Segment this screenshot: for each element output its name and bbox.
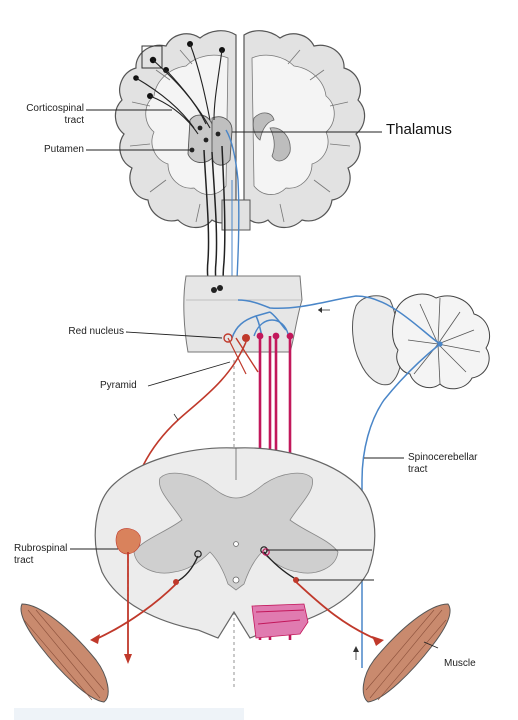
brain-stem-stalk: [221, 199, 251, 231]
putamen-shape: [187, 114, 215, 163]
right-lateral-ventricle: [252, 112, 275, 141]
spinal-cord-section: [94, 447, 376, 639]
cortical-projections: [135, 43, 223, 135]
bottom-strip: [14, 708, 244, 720]
thalamic-blue-fiber: [225, 129, 240, 301]
label-spinocerebellar-tract: Spinocerebellar tract: [408, 452, 478, 475]
muscle-right: [362, 603, 451, 703]
cortex-inset-box: [141, 45, 163, 69]
leader-lines: [70, 109, 439, 649]
label-putamen: Putamen: [43, 144, 84, 155]
label-thalamus: Thalamus: [386, 121, 452, 138]
brain-coronal-section: [114, 30, 366, 231]
muscle-left: [20, 603, 109, 703]
label-corticospinal-tract: Corticospinal tract: [26, 103, 84, 126]
label-red-nucleus: Red nucleus: [68, 326, 124, 337]
brainstem-section: [183, 275, 303, 353]
cerebellum: [352, 293, 490, 390]
right-basal-ganglia: [269, 127, 291, 162]
rubrospinal-blob: [115, 528, 141, 555]
spinal-motor-neurons: [173, 546, 299, 585]
thalamus-shape: [211, 116, 233, 166]
label-muscle: Muscle: [444, 658, 476, 669]
gray-matter: [133, 472, 339, 591]
cerebellum-brainstem: [352, 295, 402, 386]
label-rubrospinal-tract: Rubrospinal tract: [14, 543, 68, 566]
label-pyramid: Pyramid: [100, 380, 137, 391]
